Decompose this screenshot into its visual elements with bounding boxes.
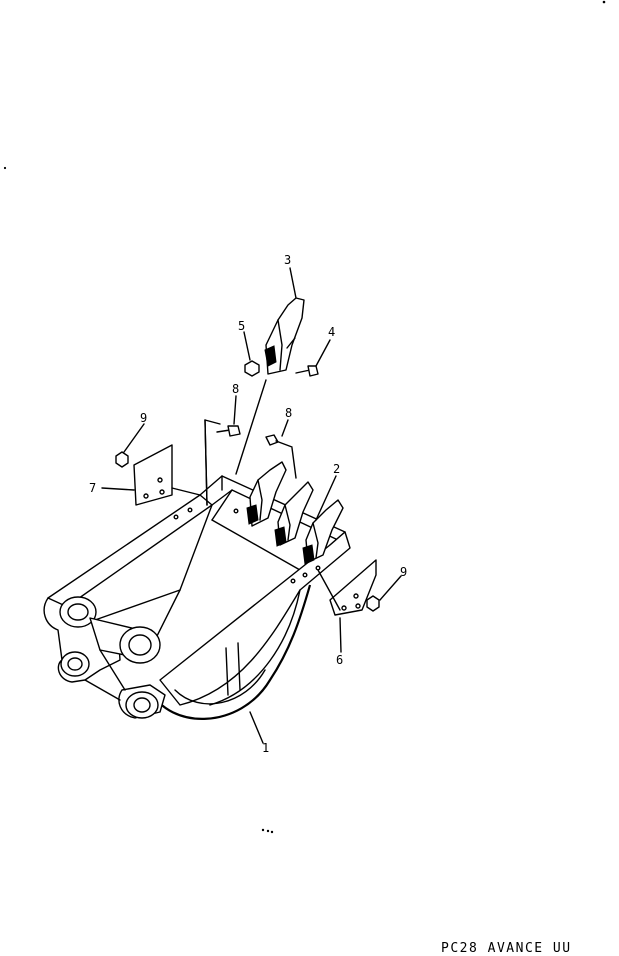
callout-3: 3 xyxy=(284,253,291,267)
model-code-footer: PC28 AVANCE UU xyxy=(441,941,572,956)
leader-lines xyxy=(101,267,402,744)
callout-8b: 8 xyxy=(285,406,292,420)
callout-9b: 9 xyxy=(400,565,407,579)
side-cutter-7 xyxy=(133,444,173,506)
callout-2: 2 xyxy=(333,462,340,476)
bucket-assembly xyxy=(47,419,351,720)
tooth-3 xyxy=(264,297,305,375)
hardware xyxy=(115,360,380,612)
callout-6: 6 xyxy=(336,653,343,667)
scan-specks xyxy=(3,0,606,834)
callout-4: 4 xyxy=(328,325,335,339)
callout-8a: 8 xyxy=(232,382,239,396)
callout-5: 5 xyxy=(238,319,245,333)
side-cutter-6 xyxy=(329,559,377,616)
callout-7: 7 xyxy=(89,481,96,495)
tooth-group-2 xyxy=(246,461,344,565)
callout-9a: 9 xyxy=(140,411,147,425)
pin-bosses xyxy=(43,596,166,719)
callout-1: 1 xyxy=(262,741,269,755)
callout-labels: 3 5 4 8 8 9 7 2 9 6 1 xyxy=(89,253,407,755)
